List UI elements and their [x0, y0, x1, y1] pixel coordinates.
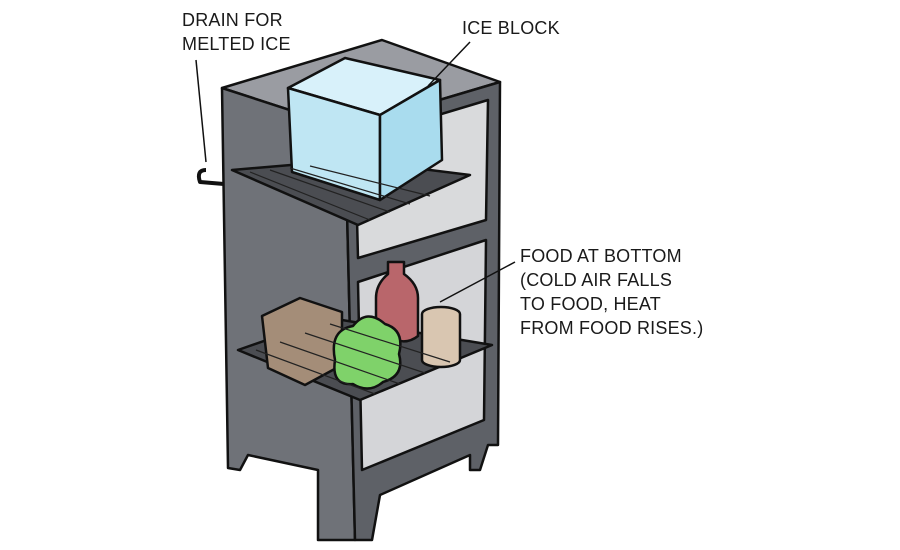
lettuce	[332, 315, 402, 390]
food-can	[420, 305, 462, 369]
drain-pipe	[196, 168, 225, 186]
shelf-grille	[249, 165, 451, 395]
food-label: FOOD AT BOTTOM (COLD AIR FALLS TO FOOD, …	[520, 244, 703, 340]
food-label-line2: (COLD AIR FALLS	[520, 270, 673, 290]
drain-label-line2: MELTED ICE	[182, 34, 291, 54]
ice-block-side	[378, 78, 444, 202]
food-label-line1: FOOD AT BOTTOM	[520, 246, 682, 266]
ice-leader	[427, 41, 471, 87]
drain-label-line1: DRAIN FOR	[182, 10, 283, 30]
food-label-line3: TO FOOD, HEAT	[520, 294, 661, 314]
food-label-line4: FROM FOOD RISES.)	[520, 318, 704, 338]
drain-leader	[195, 59, 207, 163]
drain-label: DRAIN FOR MELTED ICE	[182, 8, 291, 56]
ice-block-label: ICE BLOCK	[462, 18, 560, 38]
food-leader	[439, 261, 516, 303]
